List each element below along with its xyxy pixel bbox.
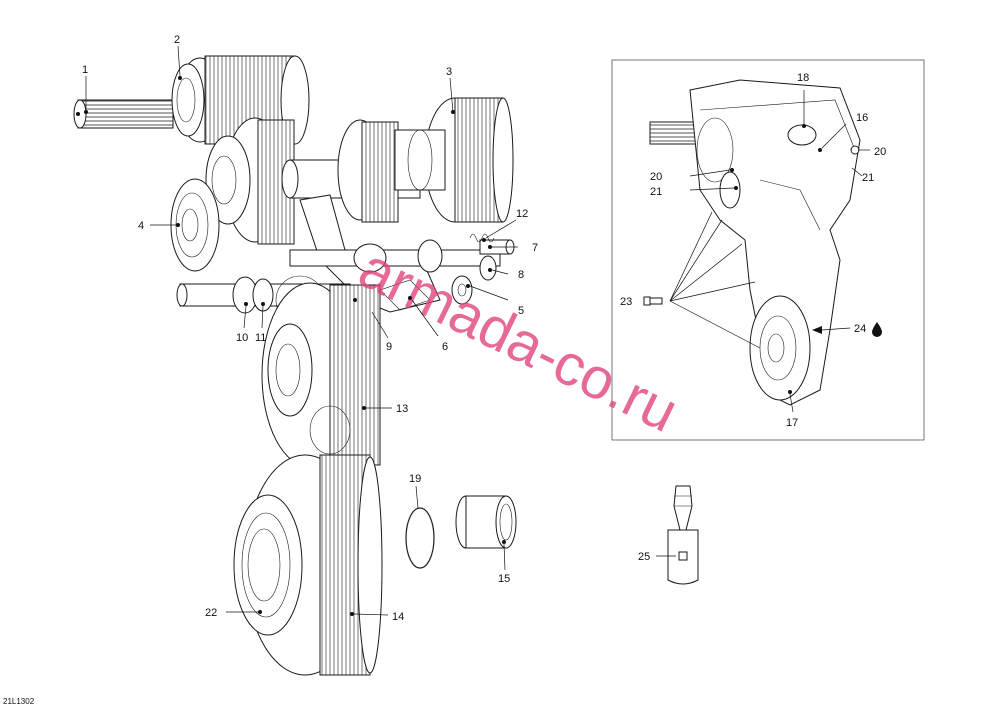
washer-5: [451, 275, 473, 305]
callout-21-left: 21: [650, 186, 662, 198]
callout-12: 12: [516, 208, 528, 220]
callout-leaders: [84, 45, 870, 616]
bearing-22: [233, 494, 303, 636]
callout-3: 3: [446, 66, 452, 78]
callout-15: 15: [498, 573, 510, 585]
callout-22: 22: [205, 607, 217, 619]
bearing-4: [170, 178, 220, 272]
callout-6: 6: [442, 341, 448, 353]
o-ring-19: [405, 507, 435, 569]
sleeve-15: [455, 495, 517, 549]
callout-16: 16: [856, 112, 868, 124]
callout-10: 10: [236, 332, 248, 344]
shift-rail: [289, 239, 515, 273]
callout-labels: 1 2 3 4 5 6 7 8 9 10 11 12 13 14 15 16 1…: [82, 34, 886, 623]
callout-20-left: 20: [650, 171, 662, 183]
bolt-leaders: [669, 211, 761, 349]
callout-13: 13: [396, 403, 408, 415]
callout-4: 4: [138, 220, 144, 232]
drawing-reference: 21L1302: [3, 697, 35, 706]
oil-bottle-25: [667, 485, 699, 585]
callout-14: 14: [392, 611, 404, 623]
callout-7: 7: [532, 242, 538, 254]
spring-12: [469, 233, 495, 243]
callout-1: 1: [82, 64, 88, 76]
gear-13: [261, 282, 381, 468]
callout-11: 11: [255, 332, 266, 344]
callout-20-right: 20: [874, 146, 886, 158]
callout-5: 5: [518, 305, 524, 317]
callout-17: 17: [786, 417, 798, 429]
callout-8: 8: [518, 269, 524, 281]
callout-19: 19: [409, 473, 421, 485]
transfer-case-housing: [649, 79, 861, 406]
callout-23: 23: [620, 296, 632, 308]
callout-9: 9: [386, 341, 392, 353]
drop-icon: [872, 322, 882, 337]
detent-8: [479, 255, 497, 281]
inset-frame: [611, 59, 925, 441]
callout-24: 24: [854, 323, 866, 335]
callout-18: 18: [797, 72, 809, 84]
callout-25: 25: [638, 551, 650, 563]
intermediate-gear-upper: [205, 117, 295, 245]
gear-3-cluster: [337, 97, 514, 223]
callout-2: 2: [174, 34, 180, 46]
callout-21-right: 21: [862, 172, 874, 184]
input-shaft: [73, 99, 174, 129]
bolt-23: [643, 296, 663, 306]
